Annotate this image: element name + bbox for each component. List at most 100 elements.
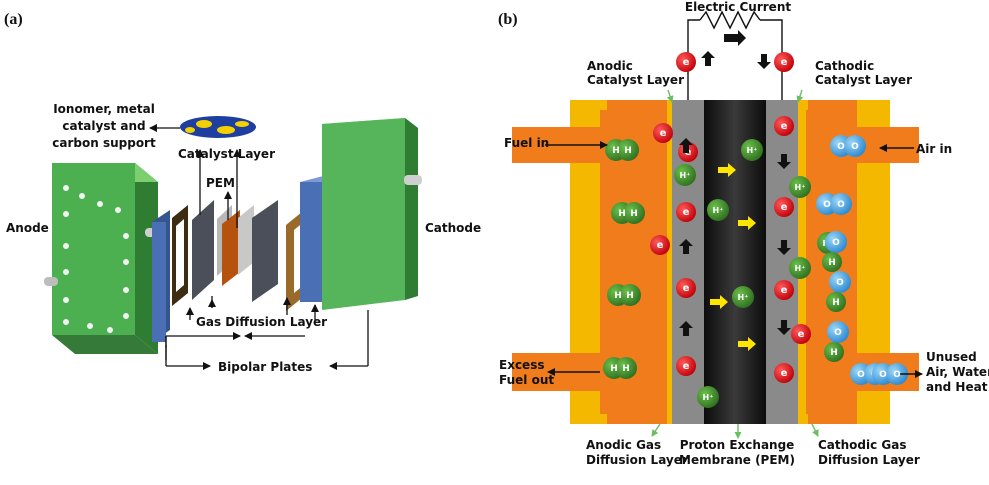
proton-flow-arrow xyxy=(718,163,736,177)
hydrogen-label: H xyxy=(830,348,838,358)
oxygen-atom xyxy=(886,363,908,385)
oxygen-label: O xyxy=(837,200,845,210)
oxygen-label: O xyxy=(879,370,887,380)
electron-label: e xyxy=(781,202,788,213)
oxygen-atom xyxy=(844,135,866,157)
panel-b-tag: (b) xyxy=(498,11,518,28)
hydrogen-label: H xyxy=(626,291,634,301)
electron-label: e xyxy=(683,361,690,372)
catalyst-layer-label: Catalyst Layer xyxy=(178,147,275,161)
pointer-arrow xyxy=(651,423,661,437)
proton-flow-arrow xyxy=(738,337,756,351)
excess-fuel-label-line2: Fuel out xyxy=(499,373,554,387)
external-circuit xyxy=(687,10,783,100)
hydrogen-atom xyxy=(619,284,641,306)
hydrogen-label: H xyxy=(624,146,632,156)
proton xyxy=(674,164,696,186)
electron-label: e xyxy=(660,128,667,139)
pem-sheet xyxy=(222,210,240,286)
hydrogen-label: H xyxy=(618,209,626,219)
hydrogen-atom xyxy=(617,139,639,161)
hydrogen-label: H xyxy=(614,291,622,301)
gas-diffusion-layer-label: Gas Diffusion Layer xyxy=(196,315,327,329)
proton xyxy=(697,386,719,408)
electric-current-label: Electric Current xyxy=(685,0,791,14)
ionomer-label-line1: Ionomer, metal xyxy=(53,102,155,116)
ionomer-label-line2: catalyst and xyxy=(62,119,145,133)
proton xyxy=(789,176,811,198)
proton-label: H⁺ xyxy=(795,264,806,273)
oxygen-label: O xyxy=(832,238,840,248)
oxygen-atom xyxy=(829,271,851,293)
electron xyxy=(774,197,794,217)
electron-flow-arrow xyxy=(777,154,791,169)
anodic-gdl-label-line2: Diffusion Layer xyxy=(586,453,688,467)
anodic-catalyst-label-line2: Catalyst Layer xyxy=(587,73,684,87)
proton xyxy=(732,286,754,308)
electron-flow-arrow xyxy=(757,54,771,69)
electron-flow-arrow xyxy=(701,51,715,66)
electron-label: e xyxy=(798,329,805,340)
electron-flow-arrow xyxy=(679,321,693,336)
particles: eeHHHHHHHHH⁺H⁺H⁺H⁺H⁺H⁺H⁺H⁺eeeeeeeeeeeOOO… xyxy=(545,51,923,439)
cathodic-catalyst-label-line2: Catalyst Layer xyxy=(815,73,912,87)
hydrogen-atom xyxy=(826,292,846,312)
fuel-in-label: Fuel in xyxy=(504,136,549,150)
electron xyxy=(650,235,670,255)
anode-label: Anode xyxy=(6,221,49,235)
anodic-catalyst-label-line1: Anodic xyxy=(587,59,633,73)
electron xyxy=(774,52,794,72)
anode-plate xyxy=(44,163,161,354)
panel-a-tag: (a) xyxy=(4,11,23,28)
pem-label-line1: Proton Exchange xyxy=(680,438,795,452)
hydrogen-label: H xyxy=(630,209,638,219)
anode-gasket xyxy=(172,205,188,306)
hydrogen-atom xyxy=(822,252,842,272)
hydrogen-label: H xyxy=(610,364,618,374)
electron xyxy=(774,280,794,300)
bipolar-plates-label: Bipolar Plates xyxy=(218,360,312,374)
cathodic-gdl-label-line2: Diffusion Layer xyxy=(818,453,920,467)
proton xyxy=(789,257,811,279)
cathode-label: Cathode xyxy=(425,221,481,235)
oxygen-label: O xyxy=(893,370,901,380)
hydrogen-label: H xyxy=(622,364,630,374)
electron xyxy=(676,356,696,376)
pointer-arrow xyxy=(811,423,819,437)
oxygen-atom xyxy=(825,231,847,253)
panel-a: (a) xyxy=(4,11,481,374)
electron-label: e xyxy=(683,207,690,218)
hydrogen-atom xyxy=(623,202,645,224)
oxygen-label: O xyxy=(851,142,859,152)
proton-flow-arrow xyxy=(738,216,756,230)
oxygen-label: O xyxy=(857,370,865,380)
cathodic-catalyst-label-line1: Cathodic xyxy=(815,59,874,73)
ionomer-label-line3: carbon support xyxy=(52,136,156,150)
catalyst-blob xyxy=(180,116,256,138)
electron xyxy=(653,123,673,143)
current-direction-arrow xyxy=(724,30,746,46)
electron-flow-arrow xyxy=(679,239,693,254)
panel-a-arrows xyxy=(149,124,369,370)
cathode-gdl xyxy=(252,200,278,302)
oxygen-atom xyxy=(830,193,852,215)
electron-flow-arrow xyxy=(777,320,791,335)
hydrogen-label: H xyxy=(828,258,836,268)
anode-gdl xyxy=(192,200,214,300)
electron xyxy=(791,324,811,344)
cathodic-gdl-label-line1: Cathodic Gas xyxy=(818,438,907,452)
cathode-plate xyxy=(322,118,422,310)
proton-label: H⁺ xyxy=(738,293,749,302)
electron-label: e xyxy=(781,57,788,68)
electron xyxy=(676,202,696,222)
oxygen-label: O xyxy=(834,328,842,338)
oxygen-atom xyxy=(827,321,849,343)
proton-label: H⁺ xyxy=(680,171,691,180)
unused-label-line3: and Heat xyxy=(926,380,988,394)
electron-label: e xyxy=(683,283,690,294)
air-in-port xyxy=(857,127,919,163)
pointer-arrow xyxy=(796,89,804,103)
hydrogen-atom xyxy=(824,342,844,362)
